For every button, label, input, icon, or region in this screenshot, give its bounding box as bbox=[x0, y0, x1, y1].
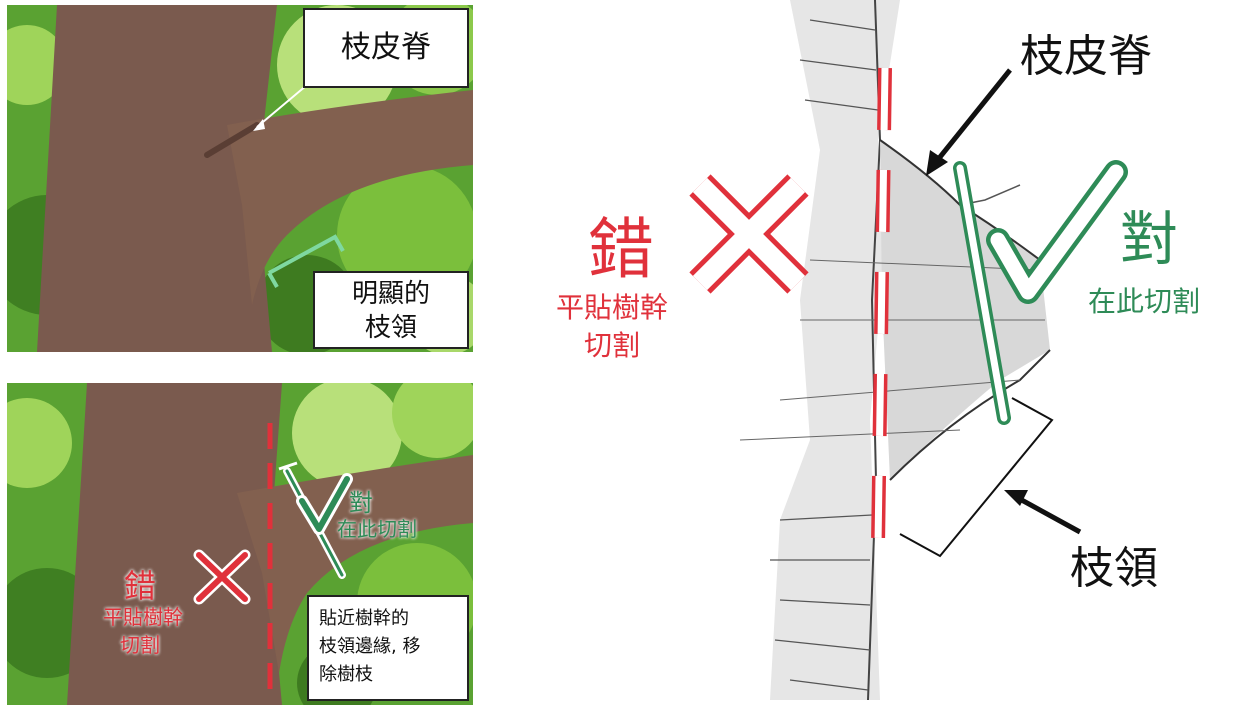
bottom-wrong-title: 錯 bbox=[124, 567, 157, 605]
diagram-wrong-title: 錯 bbox=[588, 211, 654, 288]
callout-collar-line2: 枝領 bbox=[364, 313, 417, 343]
callout-branch-collar: 明顯的 枝領 bbox=[313, 271, 469, 349]
bottom-wrong-line2: 切割 bbox=[120, 633, 160, 657]
diagram-right-desc: 在此切割 bbox=[1088, 285, 1201, 318]
photo-panel-cut-guide: 錯 平貼樹幹 切割 對 在此切割 貼近樹幹的 枝領邊緣, 移 除樹枝 bbox=[7, 383, 473, 705]
note-line1: 貼近樹幹的 bbox=[319, 608, 409, 629]
callout-ridge-text: 枝皮脊 bbox=[341, 30, 431, 65]
note-line2: 枝領邊緣, 移 bbox=[319, 636, 421, 657]
bottom-right-title: 對 bbox=[349, 489, 373, 517]
bottom-right-desc: 在此切割 bbox=[337, 517, 417, 541]
diagram-collar-label: 枝領 bbox=[1070, 543, 1158, 594]
note-line3: 除樹枝 bbox=[319, 664, 373, 685]
diagram-wrong-line2: 切割 bbox=[584, 329, 641, 362]
callout-branch-bark-ridge: 枝皮脊 bbox=[303, 8, 469, 88]
callout-collar-line1: 明顯的 bbox=[351, 279, 430, 309]
bottom-wrong-line1: 平貼樹幹 bbox=[103, 605, 183, 629]
pruning-sketch bbox=[689, 0, 1128, 701]
diagram-wrong-line1: 平貼樹幹 bbox=[556, 291, 669, 324]
diagram-right-title: 對 bbox=[1120, 205, 1179, 273]
callout-cut-instruction: 貼近樹幹的 枝領邊緣, 移 除樹枝 bbox=[307, 595, 469, 701]
tree-cut-photo-illustration bbox=[7, 383, 473, 705]
pruning-diagram: 枝皮脊 錯 平貼樹幹 切割 對 在此切割 枝領 bbox=[480, 0, 1242, 711]
photo-panel-branch-collar: 枝皮脊 明顯的 枝領 bbox=[7, 5, 473, 352]
diagram-ridge-label: 枝皮脊 bbox=[1020, 31, 1152, 82]
